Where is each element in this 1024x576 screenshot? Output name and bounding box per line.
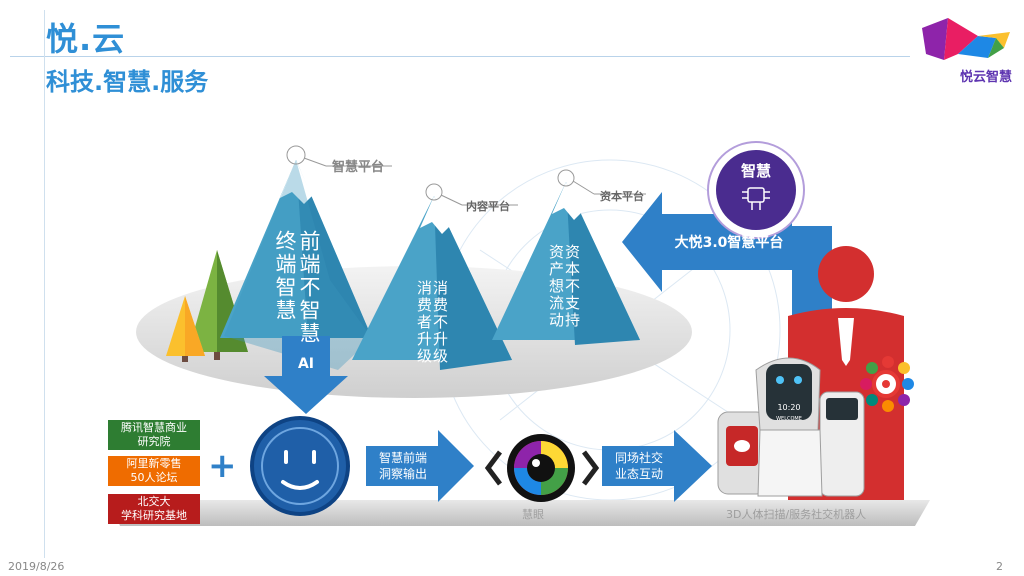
- peak-label-2: 内容平台: [466, 198, 510, 214]
- flow-step-2-label: 同场社交 业态互动: [606, 450, 672, 482]
- smart-brain-badge: [708, 142, 804, 238]
- mountain-3-text-left: 资产想流动: [546, 244, 567, 334]
- robots-label: 3D人体扫描/服务社交机器人: [726, 506, 866, 522]
- peak-markers: [287, 146, 646, 205]
- face-icon: [252, 418, 348, 514]
- partner-box-bjtu: 北交大 学科研究基地: [108, 494, 200, 524]
- plus-sign: +: [208, 446, 237, 486]
- partner-box-alibaba: 阿里新零售 50人论坛: [108, 456, 200, 486]
- flow-step-1-label: 智慧前端 洞察输出: [370, 450, 436, 482]
- social-icons: [860, 356, 914, 412]
- partner-label: 阿里新零售 50人论坛: [127, 457, 182, 485]
- peak-label-3: 资本平台: [600, 188, 644, 204]
- peak-label-1: 智慧平台: [332, 156, 384, 175]
- ai-label: AI: [282, 356, 330, 372]
- eye-label: 慧眼: [522, 506, 544, 522]
- robot-screen-welcome: WELCOME: [776, 416, 802, 422]
- mountain-2-text-left: 消费者升级: [414, 280, 435, 370]
- robot-screen-time: 10:20: [777, 403, 800, 412]
- mountain-1-text-left: 终端智慧: [270, 230, 300, 330]
- platform-arrow-label: 大悦3.0智慧平台: [664, 232, 794, 252]
- smart-circle-label: 智慧: [726, 160, 786, 181]
- footer-date: 2019/8/26: [8, 560, 64, 573]
- partner-label: 腾讯智慧商业 研究院: [121, 421, 187, 449]
- page-number: 2: [996, 560, 1003, 573]
- eye-lens-icon: [488, 434, 596, 502]
- partner-label: 北交大 学科研究基地: [121, 495, 187, 523]
- partner-box-tencent: 腾讯智慧商业 研究院: [108, 420, 200, 450]
